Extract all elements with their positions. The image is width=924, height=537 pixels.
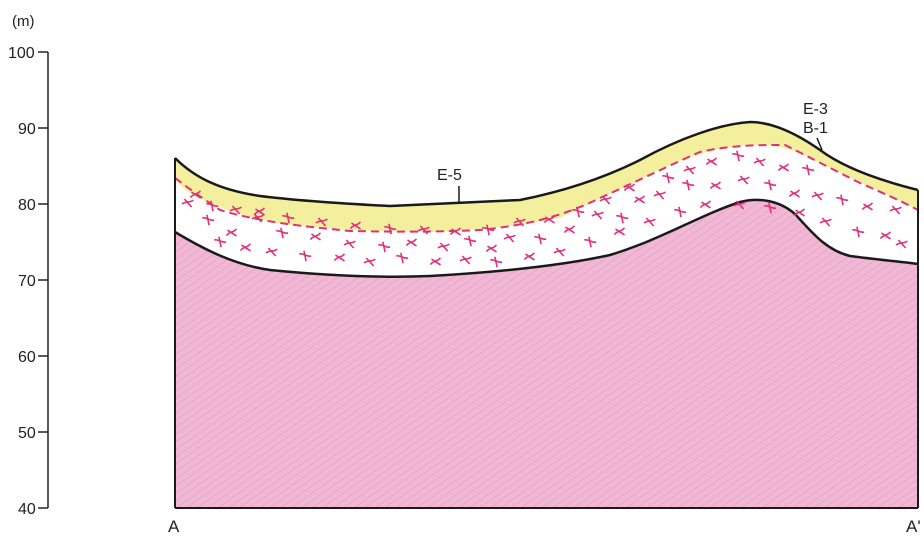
- y-tick-label-100: 100: [8, 45, 35, 62]
- y-tick-label-60: 60: [18, 349, 36, 366]
- y-tick-label-70: 70: [18, 273, 36, 290]
- y-tick-label-40: 40: [18, 501, 36, 518]
- borehole-b1-label: B-1: [803, 120, 828, 137]
- section-end-label: A': [906, 517, 921, 536]
- y-tick-label-90: 90: [18, 121, 36, 138]
- section-start-label: A: [168, 517, 180, 536]
- y-tick-label-80: 80: [18, 197, 36, 214]
- y-tick-label-50: 50: [18, 425, 36, 442]
- y-axis-unit: (m): [12, 13, 35, 30]
- borehole-e3-label: E-3: [803, 101, 828, 118]
- y-axis: (m) 100 90 80 70 60 50 40: [8, 13, 48, 518]
- borehole-e5-marker: E-5: [437, 167, 462, 204]
- borehole-e5-label: E-5: [437, 167, 462, 184]
